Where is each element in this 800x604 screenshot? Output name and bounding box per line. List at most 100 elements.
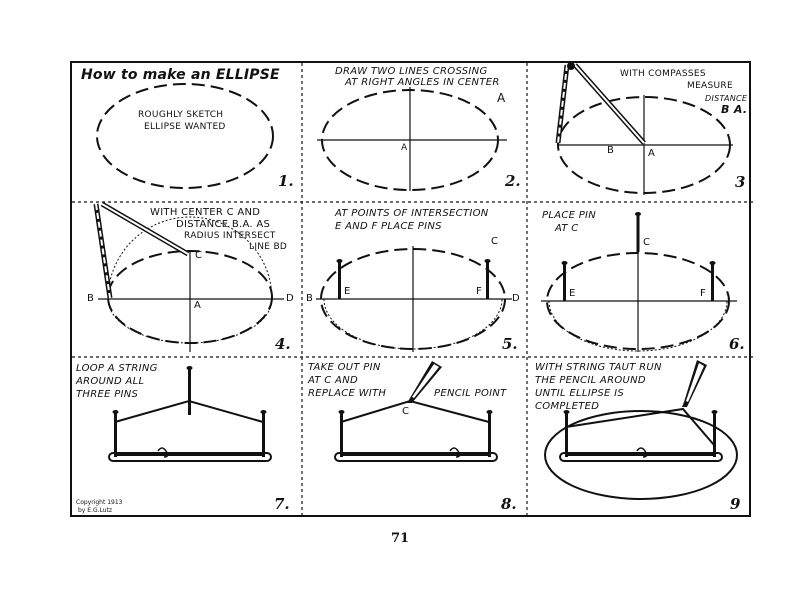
step-5-caption-line-1: AT POINTS OF INTERSECTION <box>335 208 489 219</box>
step-4-label-b: B <box>87 293 94 304</box>
step-1-caption-line-2: ELLIPSE WANTED <box>144 122 226 132</box>
pin-e-icon <box>112 410 119 457</box>
step-6-caption-line-1: PLACE PIN <box>542 210 597 221</box>
step-3-number: 3 <box>735 173 746 191</box>
panel-step-9: WITH STRING TAUT RUN THE PENCIL AROUND U… <box>527 357 753 517</box>
step-4-caption-line-3: RADIUS INTERSECT <box>184 231 276 241</box>
step-3-label-a: A <box>648 148 655 159</box>
string-loop-upper <box>114 399 264 423</box>
string-knot-icon <box>636 447 648 458</box>
step-2-label-a-center: A <box>401 143 408 153</box>
pin-e-icon <box>563 410 570 457</box>
step-4-drawing <box>93 202 284 352</box>
step-9-caption-line-2: THE PENCIL AROUND <box>535 375 646 386</box>
completed-ellipse <box>544 410 738 500</box>
panel-step-7: LOOP A STRING AROUND ALL THREE PINS Copy… <box>72 357 302 517</box>
step-4-number: 4. <box>275 335 291 353</box>
step-9-caption-line-1: WITH STRING TAUT RUN <box>535 362 662 373</box>
step-8-caption-line-3: REPLACE WITH <box>308 388 387 399</box>
pin-e-icon <box>338 410 345 457</box>
step-9-caption-line-4: COMPLETED <box>535 401 600 412</box>
step-5-caption-line-2: E AND F PLACE PINS <box>335 221 442 232</box>
pin-f-icon <box>484 259 491 299</box>
pencil-icon <box>407 361 442 403</box>
step-3-caption-line-2: MEASURE <box>687 81 733 91</box>
step-8-caption-line-4: PENCIL POINT <box>434 388 507 399</box>
step-3-caption-line-4: B A. <box>721 103 748 116</box>
step-3-caption-line-3: DISTANCE <box>705 94 748 103</box>
step-6-number: 6. <box>729 335 745 353</box>
step-4-caption-line-2: DISTANCE B.A. AS <box>176 219 271 230</box>
pin-f-icon <box>260 410 267 457</box>
step-5-label-b: B <box>306 293 313 304</box>
step-4-label-d: D <box>286 293 294 304</box>
step-4-label-c: C <box>195 250 202 261</box>
pin-f-icon <box>711 410 718 457</box>
radius-arc <box>107 216 273 300</box>
step-7-number: 7. <box>274 495 290 513</box>
string-knot-icon <box>157 447 169 458</box>
step-7-caption-line-1: LOOP A STRING <box>76 363 158 374</box>
pin-c-icon <box>635 212 641 252</box>
step-7-caption-line-2: AROUND ALL <box>76 376 145 387</box>
panel-step-8: TAKE OUT PIN AT C AND REPLACE WITH PENCI… <box>302 357 527 517</box>
pin-e-icon <box>336 259 343 299</box>
step-5-label-f: F <box>476 286 482 297</box>
step-5-label-e: E <box>344 286 351 297</box>
step-2-drawing <box>317 87 507 191</box>
step-2-label-a-top: A <box>497 91 506 105</box>
pencil-icon <box>682 360 707 407</box>
step-5-label-c: C <box>491 236 498 247</box>
step-7-drawing <box>108 366 272 462</box>
step-8-drawing <box>334 361 498 462</box>
diagram-title: How to make an ELLIPSE <box>81 67 280 83</box>
panel-step-2: DRAW TWO LINES CROSSING AT RIGHT ANGLES … <box>302 63 527 202</box>
step-2-caption-line-2: AT RIGHT ANGLES IN CENTER <box>345 77 500 88</box>
step-6-caption-line-2: AT C <box>555 223 579 234</box>
step-5-number: 5. <box>502 335 518 353</box>
step-6-label-c: C <box>643 237 650 248</box>
panel-step-5: AT POINTS OF INTERSECTION E AND F PLACE … <box>302 202 527 357</box>
sketched-ellipse <box>96 83 274 189</box>
copyright-line-1: Copyright 1913 <box>76 499 123 506</box>
step-6-label-e: E <box>569 288 576 299</box>
ellipse-guide-lower <box>548 300 728 352</box>
compass-icon <box>555 63 646 145</box>
step-6-drawing <box>541 212 737 352</box>
copyright-line-2: by E.G.Lutz <box>78 507 113 514</box>
base-board <box>108 452 272 462</box>
panel-step-4: WITH CENTER C AND DISTANCE B.A. AS RADIU… <box>72 202 302 357</box>
step-1-caption-line-1: ROUGHLY SKETCH <box>138 110 224 120</box>
step-8-caption-line-1: TAKE OUT PIN <box>308 362 381 373</box>
step-4-caption-line-4: LINE BD <box>249 242 288 252</box>
pin-c-icon <box>186 366 193 415</box>
step-9-drawing <box>544 360 738 500</box>
pin-f-icon <box>709 261 716 301</box>
string-loop-upper <box>565 407 715 446</box>
base-board <box>334 452 498 462</box>
step-4-caption-line-1: WITH CENTER C AND <box>150 207 261 218</box>
step-5-drawing <box>316 246 512 352</box>
step-1-drawing <box>96 83 274 189</box>
step-2-number: 2. <box>505 172 521 190</box>
pin-e-icon <box>561 261 568 301</box>
step-5-label-d: D <box>512 293 520 304</box>
step-9-number: 9 <box>730 495 741 513</box>
string-loop-upper <box>340 399 490 423</box>
radius-arc-lower <box>107 298 273 344</box>
step-3-caption-line-1: WITH COMPASSES <box>620 69 706 79</box>
step-7-caption-line-3: THREE PINS <box>76 389 139 400</box>
step-8-caption-line-2: AT C AND <box>308 375 358 386</box>
step-9-caption-line-3: UNTIL ELLIPSE IS <box>535 388 624 399</box>
step-8-number: 8. <box>501 495 517 513</box>
step-3-drawing <box>555 63 733 195</box>
page-number: 71 <box>390 531 410 546</box>
panel-step-3: WITH COMPASSES MEASURE DISTANCE B A. B A… <box>527 63 753 202</box>
panel-grid <box>72 63 753 519</box>
panel-step-1: How to make an ELLIPSE ROUGHLY SKETCH EL… <box>72 63 302 202</box>
compass-hinge <box>567 63 575 70</box>
panel-step-6: PLACE PIN AT C C E F 6. <box>527 202 753 357</box>
step-3-label-b: B <box>607 145 614 156</box>
step-6-label-f: F <box>700 288 706 299</box>
base-board <box>559 452 723 462</box>
